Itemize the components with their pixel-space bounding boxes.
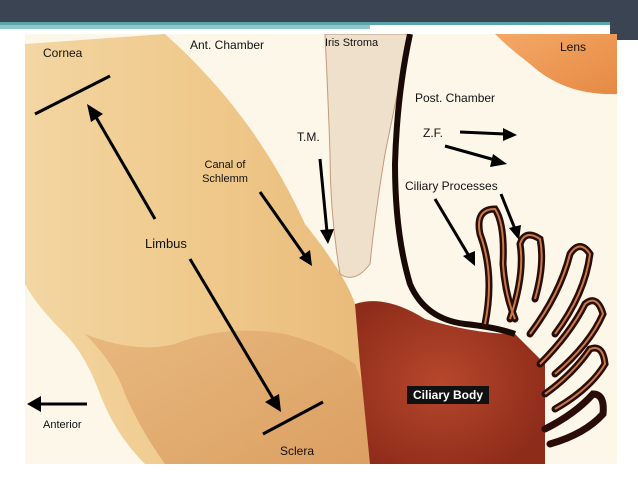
limbus-bottom-bar bbox=[262, 400, 324, 436]
label-canal-of-schlemm: Canal of Schlemm bbox=[202, 159, 248, 185]
label-limbus: Limbus bbox=[145, 236, 187, 251]
canal-arrowhead bbox=[299, 250, 312, 266]
zf-arrow-2 bbox=[444, 144, 496, 162]
slide-header-bar bbox=[0, 0, 638, 22]
label-anterior: Anterior bbox=[43, 419, 82, 431]
limbus-arrow-down bbox=[188, 258, 277, 403]
slide-accent-block bbox=[610, 22, 638, 40]
slide-accent-tab bbox=[0, 25, 370, 29]
tm-arrowhead bbox=[320, 229, 334, 244]
ciliary-processes-core bbox=[478, 207, 607, 410]
limbus-arrowhead-down bbox=[265, 394, 281, 412]
lens-shape bbox=[495, 34, 617, 95]
zf-arrowhead-2 bbox=[490, 154, 507, 167]
label-ant-chamber: Ant. Chamber bbox=[190, 38, 265, 52]
limbus-arrow-up bbox=[91, 111, 157, 220]
limbus-arrowhead-up bbox=[87, 104, 103, 122]
limbus-top-bar bbox=[34, 74, 111, 116]
canal-arrow bbox=[258, 191, 307, 257]
label-zf: Z.F. bbox=[423, 126, 443, 140]
zf-arrow-1 bbox=[459, 130, 506, 136]
cp-arrow-2 bbox=[499, 193, 517, 230]
sclera-tissue bbox=[85, 330, 385, 464]
iris-epithelium bbox=[391, 34, 516, 337]
cp-arrow-1 bbox=[433, 198, 471, 257]
label-cornea: Cornea bbox=[43, 46, 83, 60]
slide-accent-line bbox=[0, 22, 610, 25]
anterior-arrowhead bbox=[27, 396, 41, 412]
label-post-chamber: Post. Chamber bbox=[415, 91, 496, 105]
ciliary-body-tissue bbox=[355, 301, 545, 464]
zf-arrowhead-1 bbox=[503, 128, 517, 141]
cp-arrowhead-1 bbox=[463, 251, 475, 266]
label-ciliary-processes: Ciliary Processes bbox=[405, 179, 498, 193]
label-iris-stroma: Iris Stroma bbox=[325, 37, 379, 49]
tm-arrow bbox=[318, 158, 329, 233]
histology-image bbox=[25, 34, 617, 464]
label-tm: T.M. bbox=[297, 130, 320, 144]
cp-arrowhead-2 bbox=[509, 225, 521, 240]
iris-stroma-tissue bbox=[324, 34, 411, 278]
histology-figure: Cornea Ant. Chamber Iris Stroma Lens Pos… bbox=[25, 34, 617, 464]
label-sclera: Sclera bbox=[280, 444, 315, 458]
label-lens: Lens bbox=[560, 40, 587, 54]
label-ciliary-body: Ciliary Body bbox=[407, 386, 490, 404]
